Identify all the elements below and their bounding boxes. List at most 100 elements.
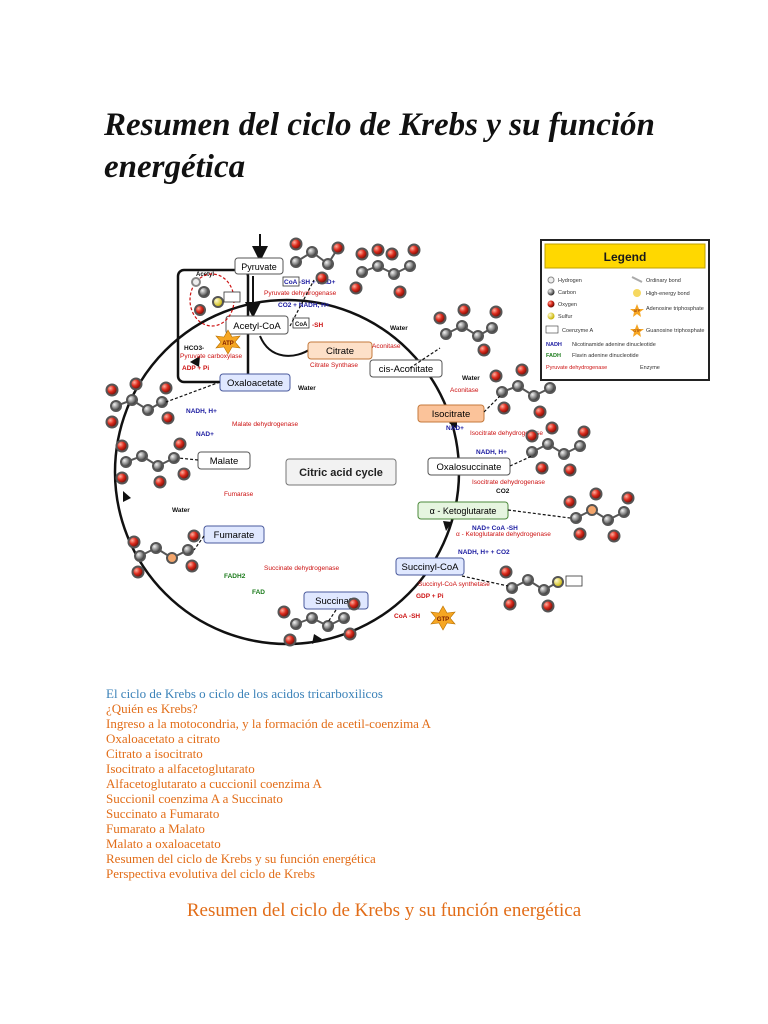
toc-link-9[interactable]: Succinato a Fumarato: [106, 806, 220, 821]
svg-text:Fumarate: Fumarate: [214, 530, 255, 541]
legend-nadh: NADH: [546, 342, 562, 348]
legend-atp-desc: Adenosine triphosphate: [646, 306, 704, 312]
cofactor-adp-pi: ADP + Pi: [182, 365, 209, 372]
legend-fadh-desc: Flavin adenine dinucleotide: [572, 353, 639, 359]
cofactor-fadh2: FADH2: [224, 573, 246, 580]
svg-text:ATP: ATP: [222, 341, 234, 347]
cofactor-coa-sh-nad: CoA -SH + NAD+: [284, 279, 336, 286]
cofactor-water-3: Water: [462, 375, 480, 382]
gtp-star: GTP: [430, 605, 456, 631]
metabolite-isocitrate: Isocitrate: [417, 404, 485, 423]
table-of-contents: El ciclo de Krebs o ciclo de los acidos …: [106, 686, 431, 881]
toc-link-6[interactable]: Isocitrato a alfacetoglutarato: [106, 761, 255, 776]
cofactor-co2-nadh: CO2 + NADH, H+: [278, 302, 330, 309]
enzyme-isocitrate-dh-2: Isocitrate dehydrogenase: [472, 479, 545, 486]
svg-text:Acetyl-CoA: Acetyl-CoA: [233, 321, 281, 332]
toc-link-7[interactable]: Alfacetoglutarato a cuccionil coenzima A: [106, 776, 322, 791]
enzyme-isocitrate-dh-1: Isocitrate dehydrogenase: [470, 430, 543, 437]
cofactor-water-1: Water: [298, 385, 316, 392]
acetyl-join-curve: [259, 335, 313, 357]
legend-fadh: FADH: [546, 353, 561, 359]
atp-star: ATP: [215, 329, 241, 355]
enzyme-succinyl-synthetase: Succinyl-CoA synthetase: [418, 581, 490, 588]
legend-sulfur: Sulfur: [558, 314, 573, 320]
svg-text:cis-Aconitate: cis-Aconitate: [379, 364, 433, 375]
legend-high-energy-bond: High-energy bond: [646, 291, 690, 297]
legend-gtp-desc: Guanosine triphosphate: [646, 328, 704, 334]
svg-text:Succinyl-CoA: Succinyl-CoA: [401, 562, 459, 573]
toc-link-13[interactable]: Perspectiva evolutiva del ciclo de Krebs: [106, 866, 316, 881]
legend-enzyme-example: Pyruvate dehydrogenase: [546, 365, 607, 371]
toc-link-10[interactable]: Fumarato a Malato: [106, 821, 205, 836]
cofactor-gdp-pi: GDP + Pi: [416, 593, 444, 600]
krebs-cycle-diagram: Pyruvate Acetyl-CoA Citrate cis-Aconitat…: [105, 234, 710, 647]
enzyme-malate-dh: Malate dehydrogenase: [232, 421, 299, 428]
metabolite-acetyl-coa: Acetyl-CoA: [225, 315, 289, 335]
enzyme-aconitase-1: Aconitase: [372, 343, 401, 350]
enzyme-succinate-dh: Succinate dehydrogenase: [264, 565, 340, 572]
svg-text:GTP: GTP: [437, 617, 449, 623]
legend-gtp: GTP: [633, 329, 641, 333]
enzyme-akg-dh: α - Ketoglutarate dehydrogenase: [456, 531, 551, 538]
toc-link-1[interactable]: El ciclo de Krebs o ciclo de los acidos …: [106, 686, 383, 701]
enzyme-aconitase-2: Aconitase: [450, 387, 479, 394]
toc-link-4[interactable]: Oxaloacetato a citrato: [106, 731, 221, 746]
toc-link-8[interactable]: Succionil coenzima A a Succinato: [106, 791, 283, 806]
cofactor-nad-2: NAD+: [196, 431, 214, 438]
metabolite-fumarate: Fumarate: [203, 525, 265, 544]
metabolite-oxalosuccinate: Oxalosuccinate: [427, 457, 511, 476]
cofactor-nadh-2: NADH, H+: [186, 408, 217, 415]
enzyme-citrate-synthase: Citrate Synthase: [310, 362, 358, 369]
metabolite-citrate: Citrate: [307, 341, 373, 360]
center-label: Citric acid cycle: [299, 467, 383, 479]
legend-title: Legend: [604, 250, 647, 264]
svg-text:α - Ketoglutarate: α - Ketoglutarate: [430, 506, 497, 516]
legend-coenzyme: Coenzyme A: [562, 328, 594, 334]
cofactor-nadh-1: NADH, H+: [476, 449, 507, 456]
cofactor-coa-sh-2: CoA -SH: [394, 613, 420, 620]
cofactor-nadh-co2: NADH, H+ + CO2: [458, 549, 510, 556]
legend: Legend Hydrogen Carbon Oxygen Sulfur Coe…: [540, 239, 710, 381]
svg-text:Malate: Malate: [210, 456, 239, 467]
cofactor-coa: CoA: [295, 322, 308, 328]
metabolite-oxaloacetate: Oxaloacetate: [219, 373, 291, 392]
cofactor-co2-1: CO2: [496, 488, 510, 495]
cofactor-nad-1: NAD+: [446, 425, 464, 432]
legend-oxygen: Oxygen: [558, 302, 577, 308]
enzyme-pyruvate-carboxylase: Pyruvate carboxylase: [180, 353, 243, 360]
legend-nadh-desc: Nicotinamide adenine dinucleotide: [572, 342, 656, 348]
legend-enzyme-label: Enzyme: [640, 365, 660, 371]
cofactor-fad: FAD: [252, 589, 265, 596]
molecule-connectors: [165, 279, 571, 623]
metabolite-ketoglutarate: α - Ketoglutarate: [417, 501, 509, 520]
enzyme-fumarase: Fumarase: [224, 491, 254, 498]
center-label-box: Citric acid cycle: [285, 458, 397, 486]
page-title: Resumen del ciclo de Krebs y su función …: [104, 107, 655, 185]
toc-link-5[interactable]: Citrato a isocitrato: [106, 746, 203, 761]
legend-ordinary-bond: Ordinary bond: [646, 278, 681, 284]
legend-atp: ATP: [634, 309, 641, 313]
metabolite-cis-aconitate: cis-Aconitate: [369, 359, 443, 378]
cofactor-sh: -SH: [312, 322, 324, 329]
legend-hydrogen: Hydrogen: [558, 278, 582, 284]
svg-text:Oxalosuccinate: Oxalosuccinate: [437, 462, 502, 473]
svg-text:Oxaloacetate: Oxaloacetate: [227, 378, 283, 389]
molecule-models: [105, 237, 635, 647]
section-heading: Resumen del ciclo de Krebs y su función …: [186, 900, 582, 921]
toc-link-12[interactable]: Resumen del ciclo de Krebs y su función …: [106, 851, 376, 866]
cofactor-hco3: HCO3-: [184, 345, 204, 352]
metabolite-malate: Malate: [197, 451, 251, 470]
toc-link-3[interactable]: Ingreso a la motocondria, y la formación…: [106, 716, 431, 731]
svg-text:Citrate: Citrate: [326, 346, 354, 357]
toc-link-2[interactable]: ¿Quién es Krebs?: [106, 701, 198, 716]
svg-text:Pyruvate: Pyruvate: [241, 262, 277, 272]
cofactor-nad-coa-sh: NAD+ CoA -SH: [472, 525, 518, 532]
svg-text:Succinate: Succinate: [315, 596, 357, 607]
cofactor-water-4: Water: [172, 507, 190, 514]
cofactor-water-2: Water: [390, 325, 408, 332]
toc-link-11[interactable]: Malato a oxaloacetato: [106, 836, 221, 851]
legend-carbon: Carbon: [558, 290, 576, 296]
metabolite-succinyl-coa: Succinyl-CoA: [395, 557, 465, 576]
legend-header: [544, 243, 706, 269]
metabolite-pyruvate: Pyruvate: [234, 257, 284, 275]
